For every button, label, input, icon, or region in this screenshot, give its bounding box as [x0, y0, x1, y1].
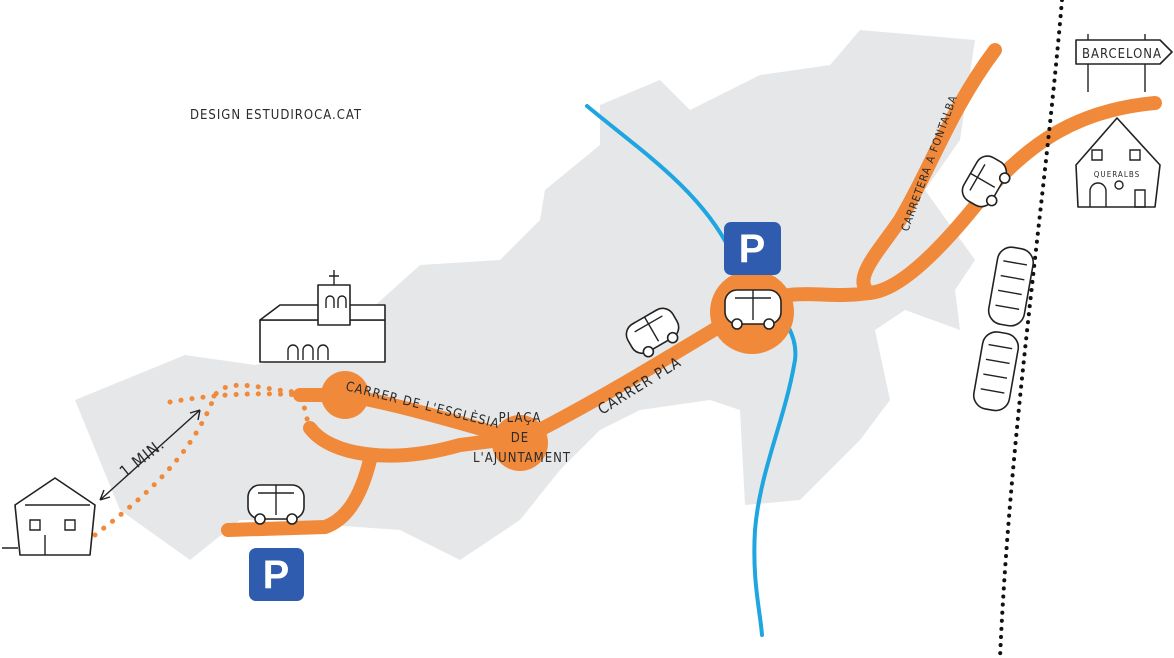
road-carretera-fontalba — [856, 43, 1002, 300]
barcelona-sign: BARCELONA — [1075, 34, 1173, 92]
square-label-line3: L'AJUNTAMENT — [473, 451, 571, 466]
walking-path — [92, 382, 313, 538]
square-label-line2: DE — [511, 431, 529, 446]
road-to-parking — [221, 453, 377, 537]
church-icon — [259, 270, 386, 363]
border-line — [998, 0, 1064, 658]
parking-letter: P — [739, 227, 766, 271]
roundabout-esglesia — [321, 371, 369, 419]
car-icon — [724, 289, 782, 330]
train-icon — [972, 246, 1035, 412]
parking-sign-main[interactable]: P — [724, 222, 781, 275]
river — [585, 104, 798, 637]
car-icon — [247, 484, 305, 525]
hut-icon — [2, 477, 96, 556]
parking-sign-lower[interactable]: P — [249, 548, 304, 601]
credit-label: DESIGN ESTUDIROCA.CAT — [190, 108, 362, 123]
car-icon — [625, 307, 680, 358]
car-icon — [961, 155, 1011, 208]
walk-arrow — [99, 409, 201, 501]
road-east — [748, 96, 1162, 312]
parking-letter: P — [263, 553, 290, 597]
roundabout-ajuntament — [492, 415, 548, 471]
queralbs-house-icon: QUERALBS — [1075, 117, 1161, 208]
village-area — [75, 30, 975, 560]
queralbs-label: QUERALBS — [1094, 170, 1140, 179]
square-label-line1: PLAÇA — [499, 411, 542, 426]
barcelona-sign-label: BARCELONA — [1082, 47, 1162, 62]
